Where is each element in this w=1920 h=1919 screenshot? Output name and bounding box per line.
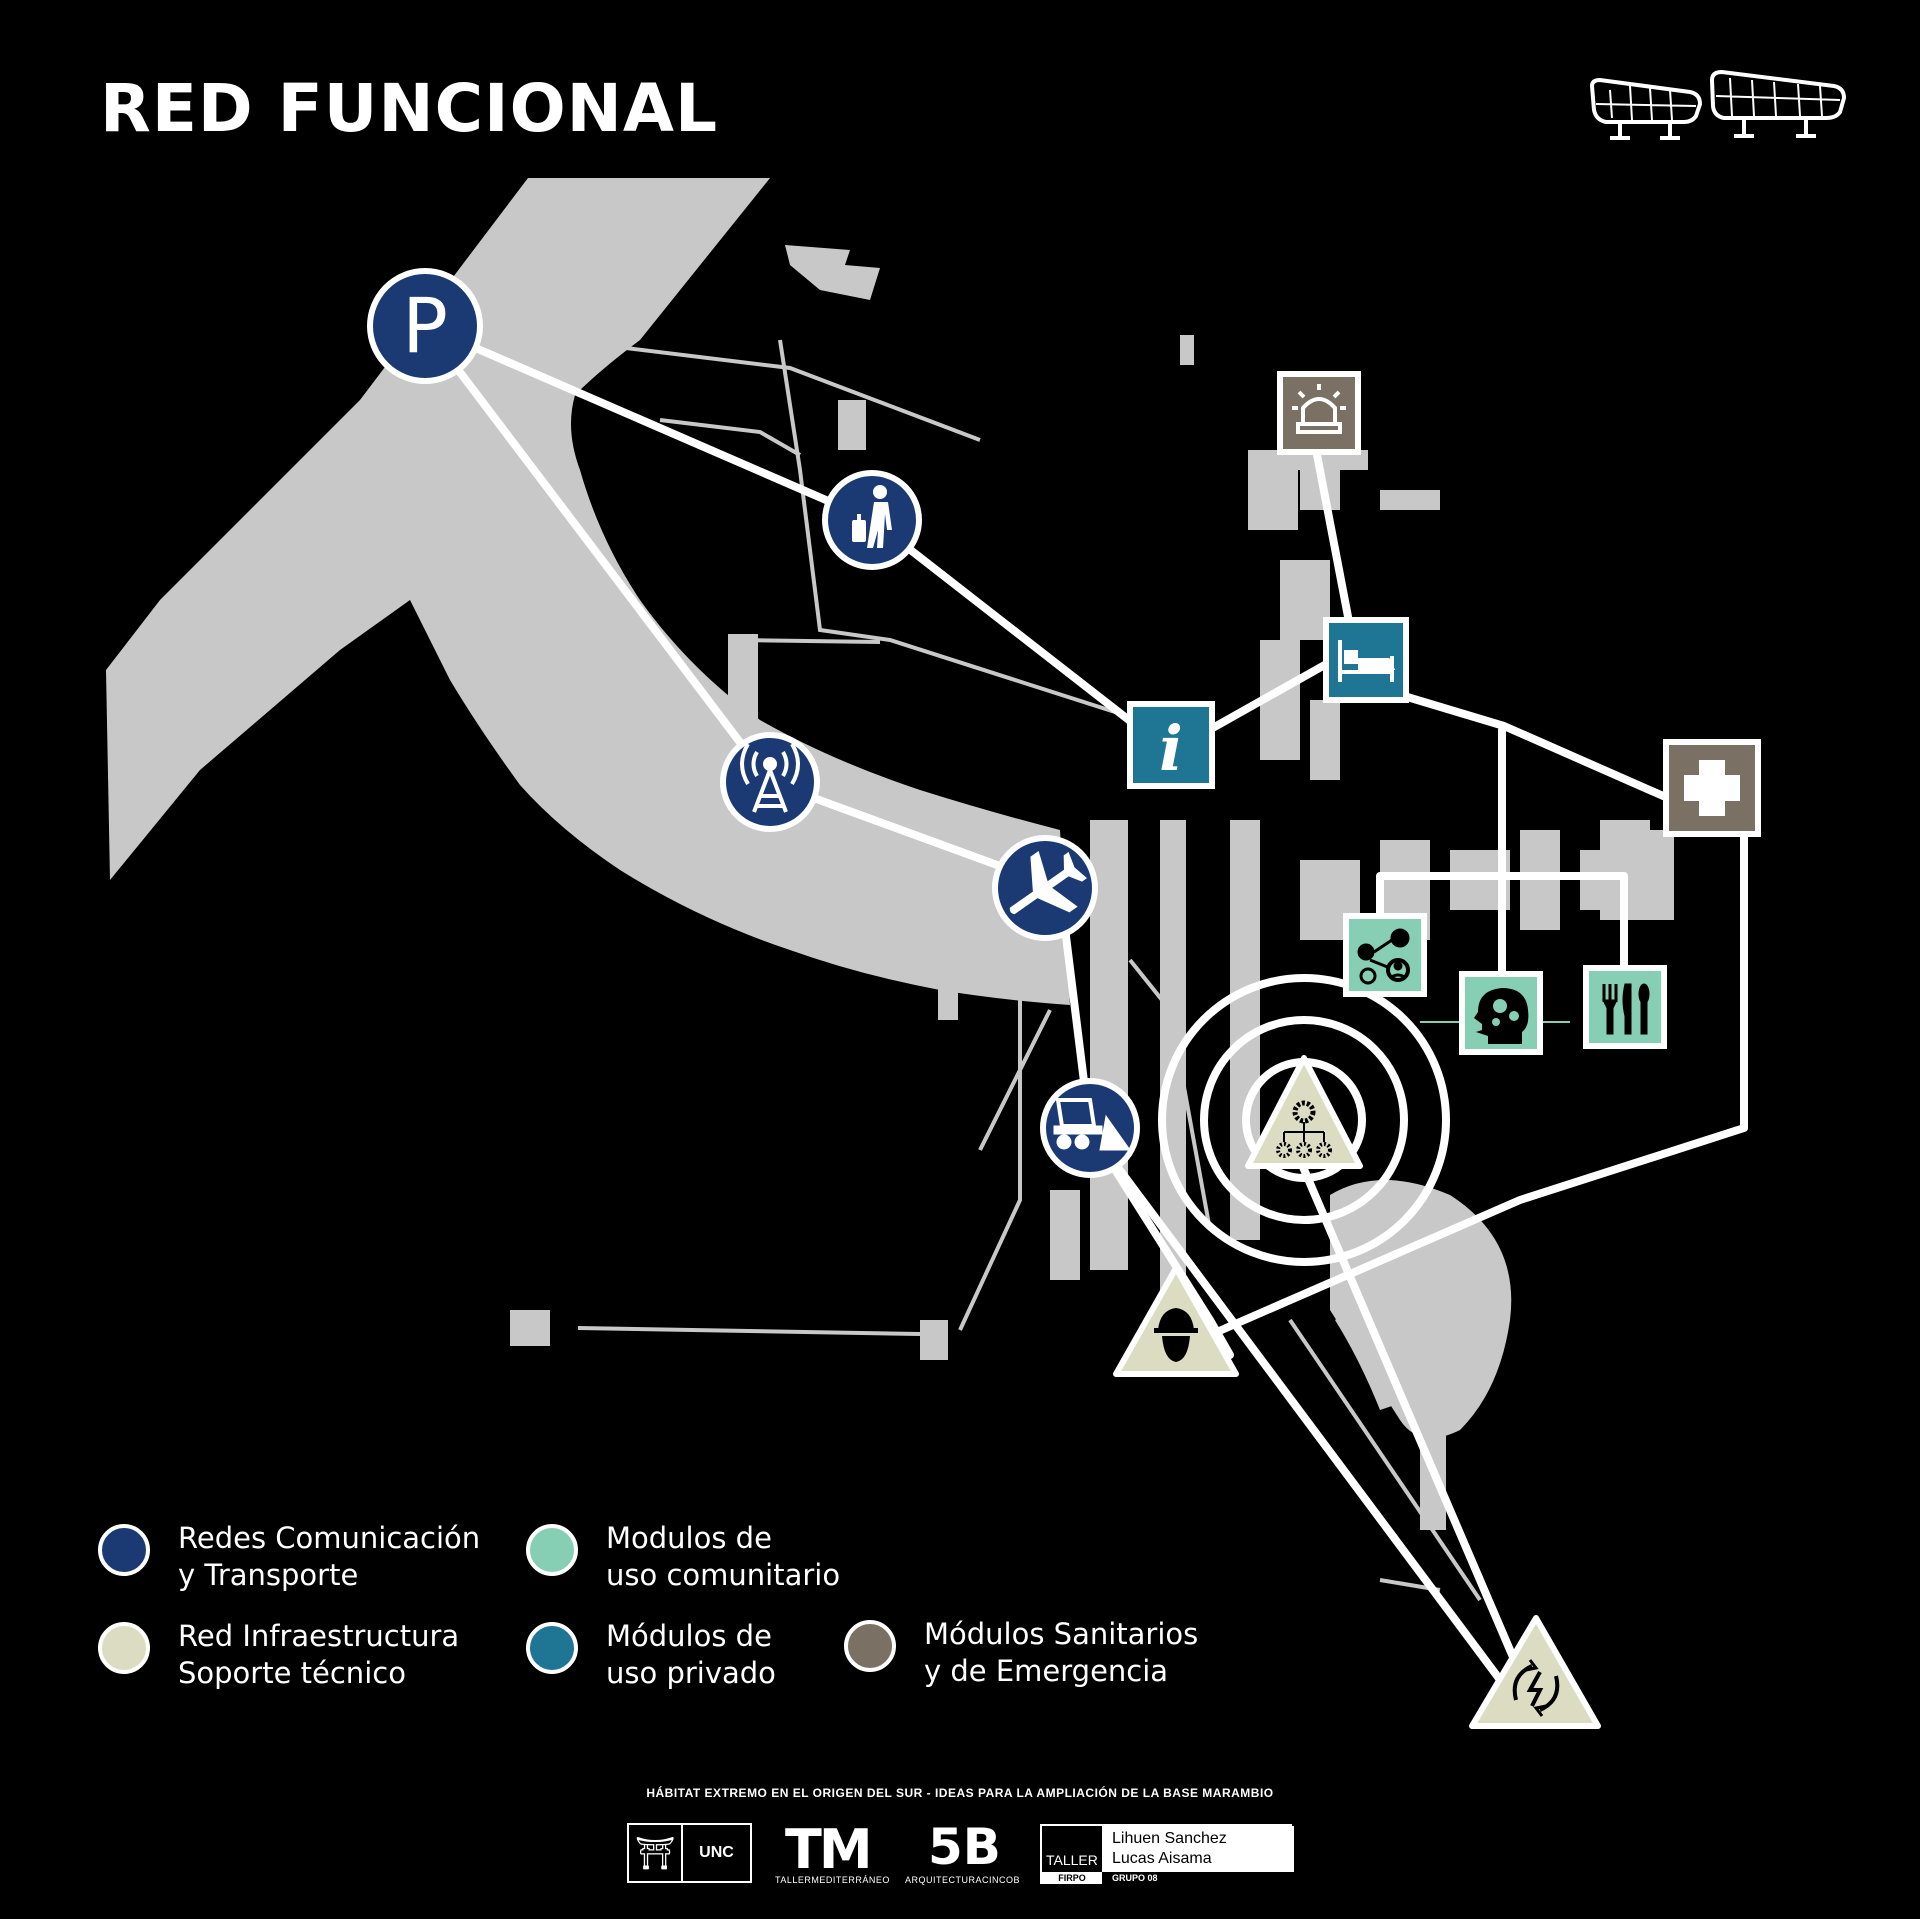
taller-credits: TALLER FIRPO Lihuen Sanchez Lucas Aisama…: [1040, 1824, 1294, 1884]
fork-knife-icon: [1602, 983, 1650, 1035]
legend-label-line2: y Transporte: [178, 1558, 359, 1592]
unc-logo: ⛩ UNC: [627, 1823, 752, 1883]
b5-logo: 5B: [928, 1818, 1001, 1876]
b5-caption: ARQUITECTURACINCOB: [905, 1875, 1021, 1885]
antenna-icon: [740, 742, 800, 813]
airplane-icon: [1009, 850, 1087, 915]
central-gears-node[interactable]: [1245, 1055, 1363, 1169]
legend-label-line1: Módulos Sanitarios: [924, 1617, 1199, 1651]
terrain-map: [106, 178, 1674, 1530]
legend-label-line2: y de Emergencia: [924, 1654, 1169, 1688]
unc-label: UNC: [699, 1844, 734, 1861]
bed-icon: [1338, 640, 1396, 682]
tm-caption: TALLERMEDITERRÁNEO: [775, 1875, 890, 1885]
medical-cross-icon: [1684, 760, 1740, 816]
legend-item-sanitario: Módulos Sanitarios y de Emergencia: [844, 1616, 1198, 1690]
legend-label-line2: uso comunitario: [606, 1558, 841, 1592]
legend-label-line2: uso privado: [606, 1656, 776, 1690]
legend-item-comunicacion: Redes Comunicación y Transporte: [98, 1520, 480, 1594]
antenna-node[interactable]: [720, 732, 820, 832]
legend-item-infraestructura: Red Infraestructura Soporte técnico: [98, 1618, 459, 1692]
page-title: RED FUNCIONAL: [100, 70, 719, 147]
hard-hat-worker-icon: [1154, 1308, 1198, 1362]
energy-node[interactable]: [1469, 1615, 1601, 1729]
dining-node[interactable]: [1583, 965, 1667, 1049]
legend-label-line1: Módulos de: [606, 1619, 772, 1653]
legend-label-line2: Soporte técnico: [178, 1656, 406, 1690]
information-node[interactable]: i: [1127, 701, 1215, 789]
footer-subtitle: HÁBITAT EXTREMO EN EL ORIGEN DEL SUR - I…: [646, 1786, 1274, 1800]
pedestrian-luggage-icon: [852, 485, 892, 548]
brain-gears-icon: [1474, 988, 1529, 1044]
legend-item-comunitario: Modulos de uso comunitario: [526, 1520, 840, 1594]
firpo-label: FIRPO: [1042, 1872, 1102, 1884]
gears-network-icon: [1276, 1100, 1332, 1158]
community-network-icon: [1357, 928, 1410, 985]
legend-label-line1: Red Infraestructura: [178, 1619, 460, 1653]
legend-swatch: [98, 1622, 150, 1674]
alarm-node[interactable]: [1277, 371, 1361, 455]
terrain-paths: [559, 338, 1482, 1602]
medical-node[interactable]: [1663, 739, 1761, 837]
airplane-node[interactable]: [991, 835, 1098, 941]
legend-swatch: [526, 1622, 578, 1674]
base-marambio-logo-icon: [1589, 69, 1847, 140]
community-node[interactable]: [1343, 913, 1427, 997]
bed-node[interactable]: [1323, 617, 1409, 703]
bulldozer-icon: [1053, 1098, 1131, 1151]
information-icon: i: [1159, 712, 1183, 785]
pedestrian-node[interactable]: [822, 470, 922, 570]
taller-label: TALLER: [1046, 1852, 1098, 1868]
group-label: GRUPO 08: [1102, 1872, 1292, 1884]
legend-label-line1: Modulos de: [606, 1521, 772, 1555]
university-shield-icon: ⛩: [629, 1825, 683, 1881]
worker-node[interactable]: [1113, 1265, 1239, 1377]
bulldozer-node[interactable]: [1040, 1078, 1140, 1178]
author-name-2: Lucas Aisama: [1112, 1850, 1212, 1867]
legend-swatch: [526, 1524, 578, 1576]
alarm-light-icon: [1292, 384, 1346, 434]
parking-node[interactable]: P: [367, 268, 483, 384]
author-name-1: Lihuen Sanchez: [1112, 1830, 1227, 1847]
lightning-cycle-icon: [1512, 1659, 1560, 1717]
brain-node[interactable]: [1459, 971, 1543, 1055]
parking-icon: P: [402, 281, 448, 370]
legend-label-line1: Redes Comunicación: [178, 1521, 481, 1555]
legend-swatch: [844, 1620, 896, 1672]
legend-swatch: [98, 1524, 150, 1576]
tm-logo: TM: [785, 1818, 873, 1881]
legend-item-privado: Módulos de uso privado: [526, 1618, 776, 1692]
